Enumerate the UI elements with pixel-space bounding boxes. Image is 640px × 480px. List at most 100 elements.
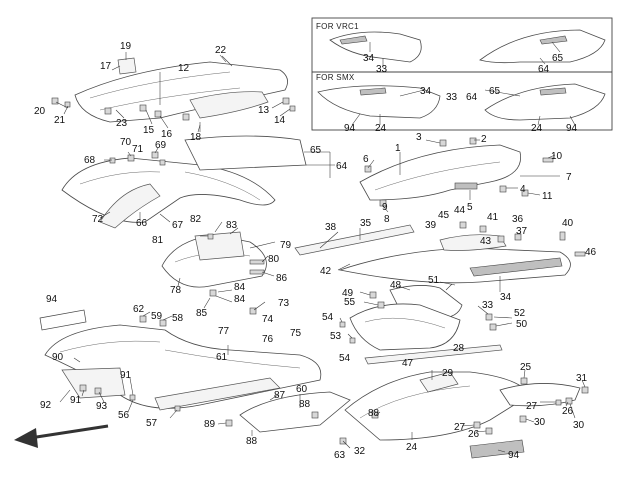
inset-callout-34a: 34 xyxy=(363,53,375,64)
callout-46: 46 xyxy=(585,247,597,258)
bolt xyxy=(485,427,493,435)
inset-callout-94b: 94 xyxy=(566,123,578,134)
windscreen xyxy=(184,135,307,171)
bolt xyxy=(207,233,214,240)
callout-93: 93 xyxy=(96,401,108,412)
bolt xyxy=(79,384,87,392)
callout-66: 66 xyxy=(136,218,148,229)
callout-77: 77 xyxy=(218,326,230,337)
callout-80: 80 xyxy=(268,254,280,265)
callout-41: 41 xyxy=(487,212,499,223)
callout-60: 60 xyxy=(296,384,308,395)
callout-24: 24 xyxy=(406,442,418,453)
inset-callout-33a: 33 xyxy=(376,64,388,75)
callout-12: 12 xyxy=(178,63,190,74)
callout-7: 7 xyxy=(566,172,572,183)
bolt xyxy=(339,321,346,328)
inset-callout-34b: 34 xyxy=(420,86,432,97)
bolt xyxy=(489,323,497,331)
upper-cowl-assembly xyxy=(51,52,296,133)
bolt xyxy=(459,221,467,229)
callout-31: 31 xyxy=(576,373,588,384)
bolt xyxy=(289,105,296,112)
callout-33: 33 xyxy=(482,300,494,311)
upper-cowl xyxy=(74,61,288,123)
callout-87: 87 xyxy=(274,390,286,401)
inset-callout-64a: 64 xyxy=(538,64,550,75)
callout-35: 35 xyxy=(360,218,372,229)
callout-55: 55 xyxy=(344,297,356,308)
callout-9: 9 xyxy=(382,202,388,213)
callout-19: 19 xyxy=(120,41,132,52)
callout-52: 52 xyxy=(514,308,526,319)
inset-smx-right-cowl xyxy=(484,83,606,121)
inset-vrc-right-cowl xyxy=(479,29,606,64)
center-duct-assembly xyxy=(339,283,513,365)
inset-vrc-left-decal xyxy=(339,35,368,45)
bolt xyxy=(154,110,162,118)
callout-6: 6 xyxy=(363,154,369,165)
callout-83: 83 xyxy=(226,220,238,231)
callout-25: 25 xyxy=(520,362,532,373)
callout-71: 71 xyxy=(132,144,144,155)
inset-vrc-left-cowl xyxy=(329,31,422,63)
bolt xyxy=(151,151,159,159)
bolt xyxy=(64,101,71,108)
bolt xyxy=(574,251,586,257)
callout-92: 92 xyxy=(40,400,52,411)
callout-30b: 30 xyxy=(534,417,546,428)
bolt xyxy=(377,301,385,309)
callout-74: 74 xyxy=(262,314,274,325)
bolt xyxy=(104,107,112,115)
bolt xyxy=(439,139,447,147)
callout-88b: 88 xyxy=(368,408,380,419)
bolt xyxy=(499,185,507,193)
middle-covers-assembly xyxy=(161,221,586,309)
bolt xyxy=(559,231,566,241)
callout-21: 21 xyxy=(54,115,66,126)
callout-94: 94 xyxy=(46,294,58,305)
callout-88c: 88 xyxy=(246,436,258,447)
callout-40: 40 xyxy=(562,218,574,229)
bolt xyxy=(159,159,166,166)
callout-16: 16 xyxy=(161,129,173,140)
lower-cowl-strip xyxy=(154,377,281,411)
callout-23: 23 xyxy=(116,118,128,129)
bolt xyxy=(514,233,522,241)
right-side-panel-assembly xyxy=(359,137,560,213)
callout-69: 69 xyxy=(155,140,167,151)
callout-26: 26 xyxy=(562,406,574,417)
inset-callout-33b: 33 xyxy=(446,92,458,103)
side-panel-bracket xyxy=(99,183,161,229)
callout-22: 22 xyxy=(215,45,227,56)
callout-88a: 88 xyxy=(299,399,311,410)
bolt xyxy=(282,97,290,105)
callout-2: 2 xyxy=(481,134,487,145)
callout-20: 20 xyxy=(34,106,46,117)
callout-45: 45 xyxy=(438,210,450,221)
callout-18: 18 xyxy=(190,132,202,143)
callout-13: 13 xyxy=(258,105,270,116)
callout-61: 61 xyxy=(216,352,228,363)
bolt xyxy=(139,104,147,112)
callout-53: 53 xyxy=(330,331,342,342)
callout-79: 79 xyxy=(280,240,292,251)
callout-10: 10 xyxy=(551,151,563,162)
callout-44: 44 xyxy=(454,205,466,216)
callout-51: 51 xyxy=(428,275,440,286)
callout-4: 4 xyxy=(520,184,526,195)
tail-cover-long xyxy=(338,247,571,284)
callout-78: 78 xyxy=(170,285,182,296)
callout-81: 81 xyxy=(152,235,164,246)
callout-57: 57 xyxy=(146,418,158,429)
rear-decal xyxy=(469,439,525,459)
callout-63: 63 xyxy=(334,450,346,461)
inset-callout-24b: 24 xyxy=(531,123,543,134)
callout-54: 54 xyxy=(322,312,334,323)
inset-callout-24a: 24 xyxy=(375,123,387,134)
callout-5: 5 xyxy=(467,202,473,213)
callout-76: 76 xyxy=(262,334,274,345)
left-side-panel-assembly xyxy=(61,135,335,229)
callout-26b: 26 xyxy=(468,429,480,440)
